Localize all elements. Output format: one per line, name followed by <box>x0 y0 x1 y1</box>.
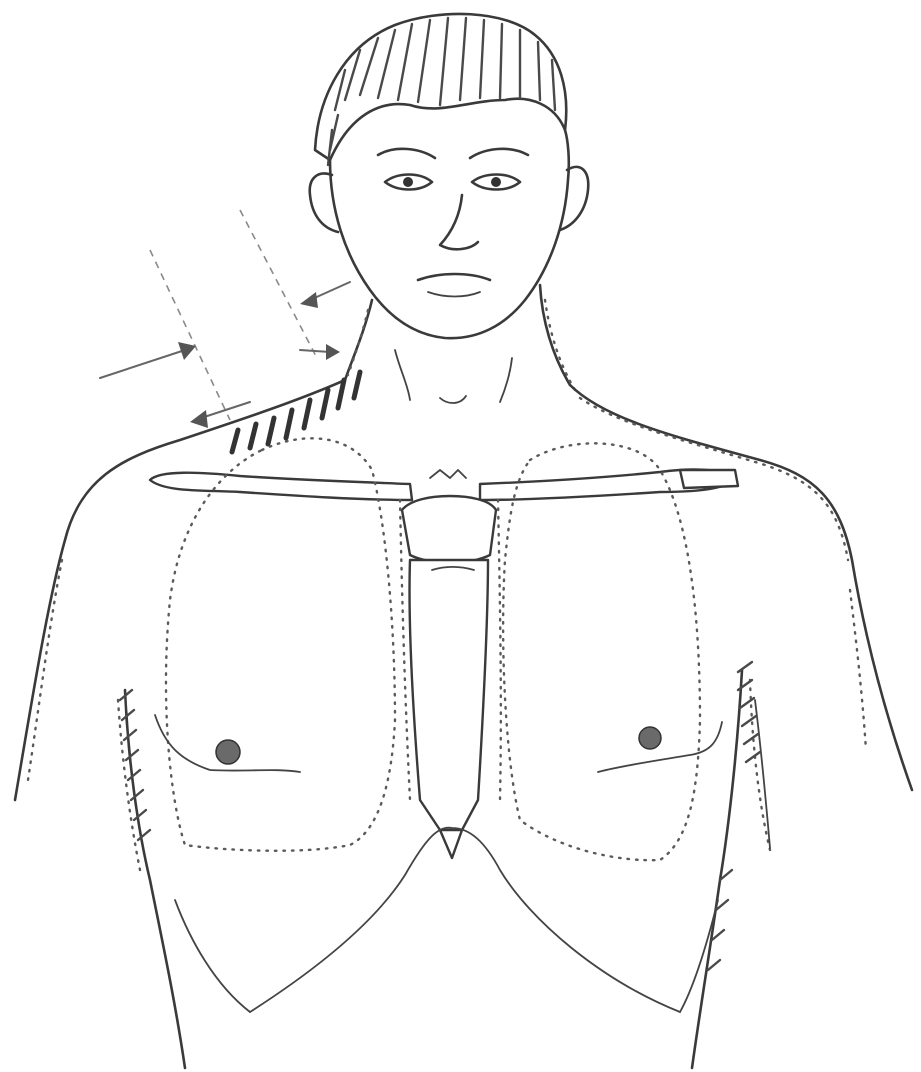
right-lung-border <box>503 443 700 860</box>
left-arm-stipple <box>28 560 62 780</box>
sternal-notch-mark <box>430 470 466 478</box>
sternum-body <box>409 560 488 830</box>
percussion-indicators <box>100 210 350 428</box>
arrow-1 <box>100 350 185 378</box>
left-pupil <box>403 177 413 187</box>
acromion-right <box>680 470 738 488</box>
mediastinum-right-dots <box>498 500 501 800</box>
costal-margin-right-outer <box>680 900 718 1012</box>
neck-muscle-right <box>500 358 512 402</box>
left-shoulder-contour <box>15 380 345 800</box>
arrow-4-head <box>326 344 340 360</box>
left-flank <box>125 690 185 1068</box>
neck-stipple-right <box>545 300 575 390</box>
left-lung-border <box>166 438 395 850</box>
lower-lip <box>428 292 480 297</box>
hair-hatching <box>328 18 555 165</box>
left-flank-hatch <box>118 700 140 870</box>
arrow-3-head <box>190 410 208 428</box>
right-nipple <box>639 727 661 749</box>
dashed-line-1 <box>150 250 230 420</box>
left-nipple <box>216 740 240 764</box>
dashed-line-2 <box>240 210 318 360</box>
left-side-hatching <box>120 690 150 840</box>
xiphoid <box>440 830 462 858</box>
left-eyebrow <box>378 149 435 158</box>
manubrium <box>402 496 496 563</box>
right-flank-hatch <box>750 680 770 850</box>
skeleton <box>150 470 738 858</box>
head <box>310 14 589 338</box>
right-ear <box>560 167 588 230</box>
right-pectoral-line <box>598 722 722 772</box>
nose <box>440 195 478 249</box>
neck-muscle-left <box>395 350 410 400</box>
right-flank <box>692 670 742 1068</box>
arrow-2-head <box>300 292 318 308</box>
mouth <box>418 274 490 280</box>
right-arm-inner-line <box>850 590 866 750</box>
left-clavicle <box>150 473 412 500</box>
costal-margin-left-outer <box>175 900 250 1012</box>
costal-margin <box>250 828 680 1012</box>
right-eyebrow <box>470 149 528 158</box>
neck-notch <box>440 396 466 403</box>
right-side-hatching <box>708 662 760 970</box>
arrow-4 <box>300 350 330 352</box>
right-pupil <box>491 177 501 187</box>
